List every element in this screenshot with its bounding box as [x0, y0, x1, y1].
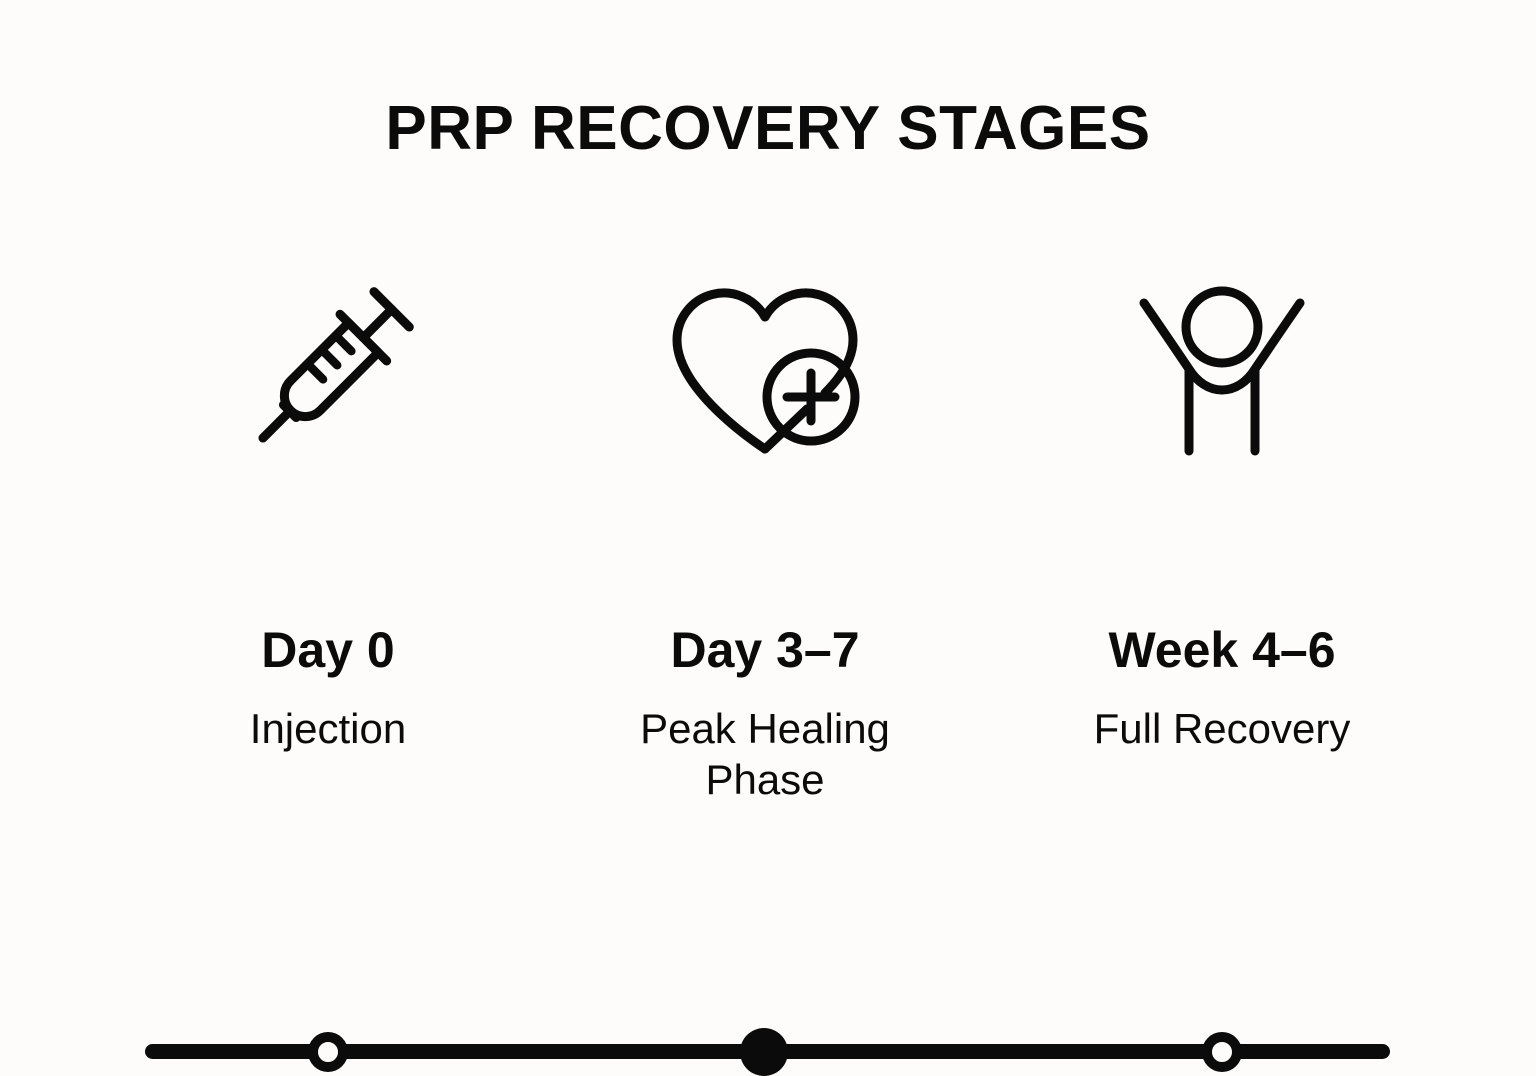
stage-subtitle-0: Injection	[249, 705, 407, 752]
heart-plus-icon	[672, 287, 860, 453]
infographic-canvas: PRP RECOVERY STAGES	[0, 94, 1536, 1076]
timeline-marker-1[interactable]	[740, 1028, 788, 1076]
stage-title-2: Week 4–6	[1108, 622, 1336, 678]
stage-icon-slot-2	[1092, 268, 1352, 478]
stage-title-0: Day 0	[261, 622, 395, 678]
stage-subtitle-2: Full Recovery	[1093, 705, 1351, 752]
stage-label-2: Week 4–6 Full Recovery	[1022, 624, 1422, 754]
stage-label-0: Day 0 Injection	[128, 624, 528, 754]
stage-icon-slot-1	[635, 268, 895, 478]
stage-labels: Day 0 Injection Day 3–7 Peak Healing Pha…	[0, 624, 1536, 884]
timeline	[0, 500, 1536, 1076]
stage-title-1: Day 3–7	[670, 622, 860, 678]
timeline-marker-2[interactable]	[1202, 1032, 1242, 1072]
timeline-marker-0[interactable]	[308, 1032, 348, 1072]
celebrating-person-icon	[1139, 286, 1305, 456]
stage-icon-slot-0	[198, 268, 458, 478]
stage-label-1: Day 3–7 Peak Healing Phase	[565, 624, 965, 805]
stage-subtitle-1: Peak Healing Phase	[640, 705, 890, 804]
syringe-icon	[258, 287, 414, 443]
page-title: PRP RECOVERY STAGES	[385, 94, 1151, 163]
icon-row	[0, 268, 1536, 478]
